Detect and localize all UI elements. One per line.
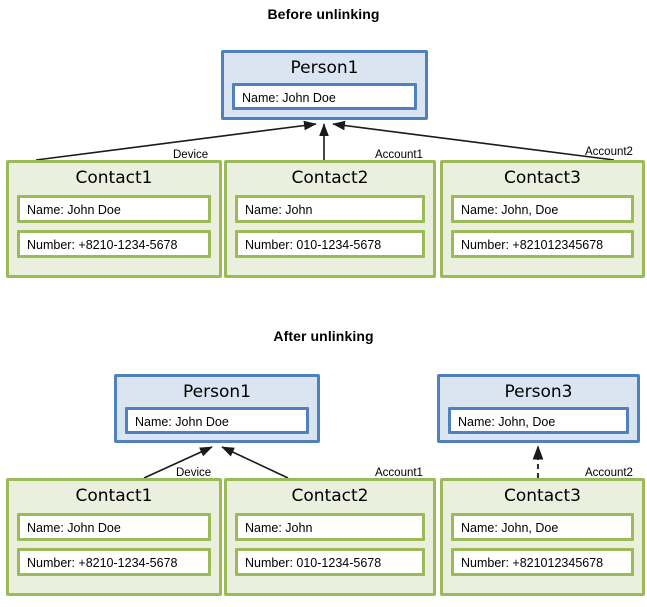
- contact-title: Contact2: [291, 168, 369, 188]
- contact-box-contact3-after[interactable]: Contact3 Name: John, Doe Number: +821012…: [440, 478, 645, 596]
- contact-title: Contact3: [504, 168, 581, 188]
- edge-label-device-after: Device: [176, 467, 212, 479]
- edge-contact2-person1-after: [221, 446, 289, 479]
- person-box-person1-before[interactable]: Person1 Name: John Doe: [221, 50, 428, 120]
- contact-field-name: Name: John, Doe: [451, 513, 634, 541]
- contact-box-contact2-before[interactable]: Contact2 Name: John Number: 010-1234-567…: [224, 160, 436, 278]
- contact-box-contact1-after[interactable]: Contact1 Name: John Doe Number: +8210-12…: [6, 478, 222, 596]
- person-field-name: Name: John Doe: [125, 407, 309, 434]
- contact-title: Contact1: [75, 486, 153, 506]
- contact-box-contact3-before[interactable]: Contact3 Name: John, Doe Number: +821012…: [440, 160, 645, 278]
- contact-field-name: Name: John Doe: [17, 195, 211, 223]
- edge-label-device-before: Device: [173, 149, 209, 161]
- person-box-person1-after[interactable]: Person1 Name: John Doe: [114, 374, 320, 443]
- contact-title: Contact3: [504, 486, 581, 506]
- edge-label-account1-after: Account1: [375, 467, 423, 479]
- contact-field-number: Number: +8210-1234-5678: [17, 230, 211, 258]
- person-box-person3-after[interactable]: Person3 Name: John, Doe: [437, 374, 640, 443]
- contact-field-name: Name: John: [235, 195, 425, 223]
- edge-label-account2-after: Account2: [585, 467, 633, 479]
- person-title: Person1: [183, 382, 251, 402]
- contact-field-number: Number: 010-1234-5678: [235, 230, 425, 258]
- contact-field-number: Number: 010-1234-5678: [235, 548, 425, 576]
- person-field-name: Name: John, Doe: [448, 407, 629, 434]
- contact-title: Contact1: [75, 168, 153, 188]
- contact-field-name: Name: John: [235, 513, 425, 541]
- person-title: Person1: [290, 58, 359, 78]
- edge-label-account2-before: Account2: [585, 146, 633, 158]
- contact-field-name: Name: John Doe: [17, 513, 211, 541]
- contact-field-number: Number: +821012345678: [451, 548, 634, 576]
- section-title-before: Before unlinking: [267, 6, 380, 22]
- section-title-after: After unlinking: [273, 328, 374, 344]
- contact-box-contact2-after[interactable]: Contact2 Name: John Number: 010-1234-567…: [224, 478, 436, 596]
- contact-box-contact1-before[interactable]: Contact1 Name: John Doe Number: +8210-12…: [6, 160, 222, 278]
- contact-field-number: Number: +8210-1234-5678: [17, 548, 211, 576]
- person-field-name: Name: John Doe: [232, 83, 417, 110]
- person-title: Person3: [504, 382, 573, 402]
- edge-label-account1-before: Account1: [375, 149, 423, 161]
- contact-title: Contact2: [291, 486, 369, 506]
- contact-field-number: Number: +821012345678: [451, 230, 634, 258]
- contact-field-name: Name: John, Doe: [451, 195, 634, 223]
